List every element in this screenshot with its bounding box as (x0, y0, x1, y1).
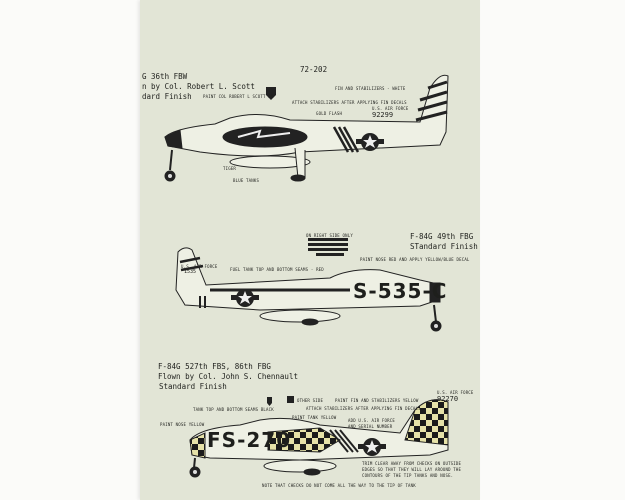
callout-add-serial: AND SERIAL NUMBER (348, 424, 393, 429)
callout-attach-3: ATTACH STABILIZERS AFTER APPLYING FIN DE… (306, 406, 421, 411)
trim-note-3: CONTOURS OF THE TIP TANKS AND NOSE. (362, 473, 454, 478)
trim-note-2: EDGES SO THAT THEY WILL LAY AROUND THE (362, 467, 462, 472)
aircraft-1-drawing (164, 74, 449, 182)
callout-attach: ATTACH STABILIZERS AFTER APPLYING FIN DE… (292, 100, 407, 105)
roundel-icon-2 (231, 289, 259, 307)
aircraft-3-title: F-84G 527th FBS, 86th FBG (158, 362, 271, 371)
aircraft-3-pilot: Flown by Col. John S. Chennault (158, 372, 298, 381)
serial-1: 92299 (372, 111, 394, 119)
roundel-icon-1 (356, 133, 384, 151)
checks-note: NOTE THAT CHECKS DO NOT COME ALL THE WAY… (262, 483, 416, 488)
right-side-decal-block (308, 238, 348, 256)
callout-seams-black: TANK TOP AND BOTTOM SEAMS BLACK (193, 407, 274, 412)
callout-add-usaf: ADD U.S. AIR FORCE (348, 418, 395, 423)
trim-note-1: TRIM CLEAR AWAY FROM CHECKS ON OUTSIDE (362, 461, 462, 466)
usaf-label-3: U.S. AIR FORCE (437, 390, 474, 395)
callout-tank-yellow: PAINT TANK YELLOW (292, 415, 337, 420)
callout-right-side: ON RIGHT SIDE ONLY (306, 233, 353, 238)
callout-tanks: BLUE TANKS (233, 178, 260, 183)
callout-fin: FIN AND STABILIZERS - WHITE (335, 86, 406, 91)
v-marking-icon (287, 396, 294, 403)
callout-seams-red: FUEL TANK TOP AND BOTTOM SEAMS - RED (230, 267, 324, 272)
callout-nose-red: PAINT NOSE RED AND APPLY YELLOW/BLUE DEC… (360, 257, 470, 262)
buzz-number-2: S-535-C (353, 279, 448, 303)
buzz-number-3: FS-270 (207, 428, 292, 452)
roundel-icon-3 (358, 438, 386, 456)
serial-2: 1535 (184, 269, 197, 275)
callout-flash: GOLD FLASH (316, 111, 343, 116)
sheet-number: 72-202 (300, 65, 328, 74)
callout-nose-yellow: PAINT NOSE YELLOW (160, 422, 205, 427)
aircraft-1-pilot: n by Col. Robert L. Scott (142, 82, 255, 91)
unit-badge-icon (266, 87, 276, 100)
callout-name: PAINT COL ROBERT L SCOTT JR (203, 94, 274, 99)
shield-badge-icon (267, 397, 272, 406)
usaf-label-1: U.S. AIR FORCE (372, 106, 409, 111)
aircraft-2-finish: STandard Finish (410, 242, 478, 251)
callout-tiger: TIGER (223, 166, 237, 171)
aircraft-1-finish: dard Finish (142, 92, 192, 101)
aircraft-2-title: F-84G 49th FBG (410, 232, 474, 241)
callout-other-side: OTHER SIDE (297, 398, 324, 403)
serial-3: 92270 (437, 395, 459, 403)
aircraft-3-finish: Standard Finish (159, 382, 227, 391)
usaf-label-2: U.S. AIR FORCE (181, 264, 218, 269)
aircraft-1-title: G 36th FBW (142, 72, 188, 81)
callout-fin-yellow: PAINT FIN AND STABILIZERS YELLOW (335, 398, 419, 403)
